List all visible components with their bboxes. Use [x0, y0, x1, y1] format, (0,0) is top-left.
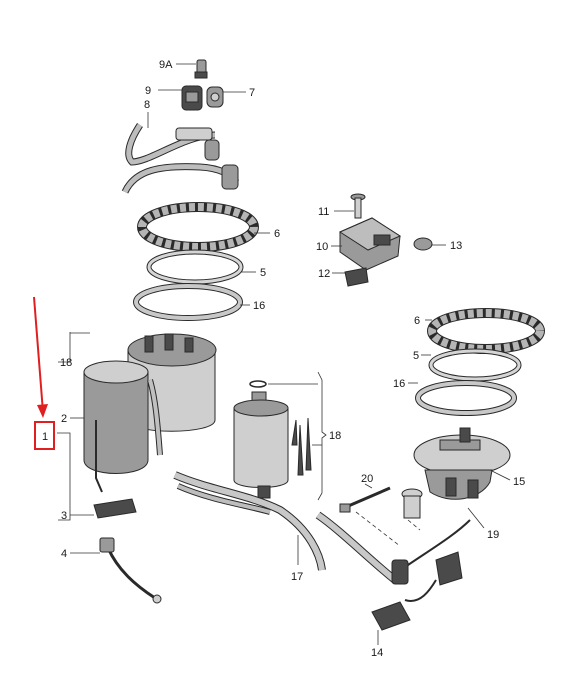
- harness-4: [99, 537, 162, 604]
- connector-9a: [194, 59, 208, 79]
- ring-16-lower: [415, 380, 517, 416]
- callout-7: 7: [249, 87, 255, 99]
- callout-11: 11: [318, 206, 329, 218]
- callout-12: 12: [318, 268, 330, 280]
- cap-19a: [401, 488, 423, 519]
- control-unit-10: [338, 217, 402, 271]
- callout-2: 2: [61, 413, 67, 425]
- leader-lines: [57, 63, 511, 645]
- locking-ring-6-lower: [427, 308, 545, 354]
- callout-20: 20: [361, 473, 373, 485]
- callout-18-left: 18: [60, 357, 72, 369]
- callout-15: 15: [513, 476, 525, 488]
- grommet-13: [413, 237, 433, 251]
- callout-13: 13: [450, 240, 462, 252]
- callout-19: 19: [487, 529, 499, 541]
- highlight-box: [34, 421, 55, 450]
- bolt-11: [350, 193, 366, 219]
- callout-18-right: 18: [329, 430, 341, 442]
- hose-8: [121, 123, 240, 194]
- seal-5-upper: [146, 249, 244, 285]
- seal-5-lower: [428, 348, 522, 382]
- callout-1: 1: [42, 431, 48, 443]
- callout-6-lower: 6: [414, 315, 420, 327]
- float-sender-3: [93, 498, 137, 519]
- callout-14: 14: [371, 647, 383, 659]
- callout-3: 3: [61, 510, 67, 522]
- sender-14: [371, 551, 463, 631]
- hose-19: [315, 511, 471, 585]
- flange-15: [413, 427, 511, 500]
- callout-9: 9: [145, 85, 151, 97]
- callout-8: 8: [144, 99, 150, 111]
- connector-9: [181, 85, 203, 111]
- fuel-pump-module-2: [83, 333, 217, 493]
- locking-ring-6-upper: [137, 202, 259, 252]
- callout-10: 10: [316, 241, 328, 253]
- callout-4: 4: [61, 548, 67, 560]
- fuel-filter-18: [233, 380, 289, 499]
- callout-9a: 9A: [159, 59, 173, 71]
- callout-16-upper: 16: [253, 300, 265, 312]
- callout-5-lower: 5: [413, 350, 419, 362]
- callout-17: 17: [291, 571, 303, 583]
- callout-16-lower: 16: [393, 378, 405, 390]
- callout-5-upper: 5: [260, 267, 266, 279]
- valve-20: [339, 486, 391, 513]
- highlight-arrow: [33, 296, 48, 418]
- filter-seals-18: [291, 417, 312, 476]
- callout-6-upper: 6: [274, 228, 280, 240]
- ring-16-upper: [133, 283, 243, 321]
- hose-17: [173, 471, 326, 571]
- connector-7: [206, 86, 224, 108]
- bracket-12: [344, 267, 369, 287]
